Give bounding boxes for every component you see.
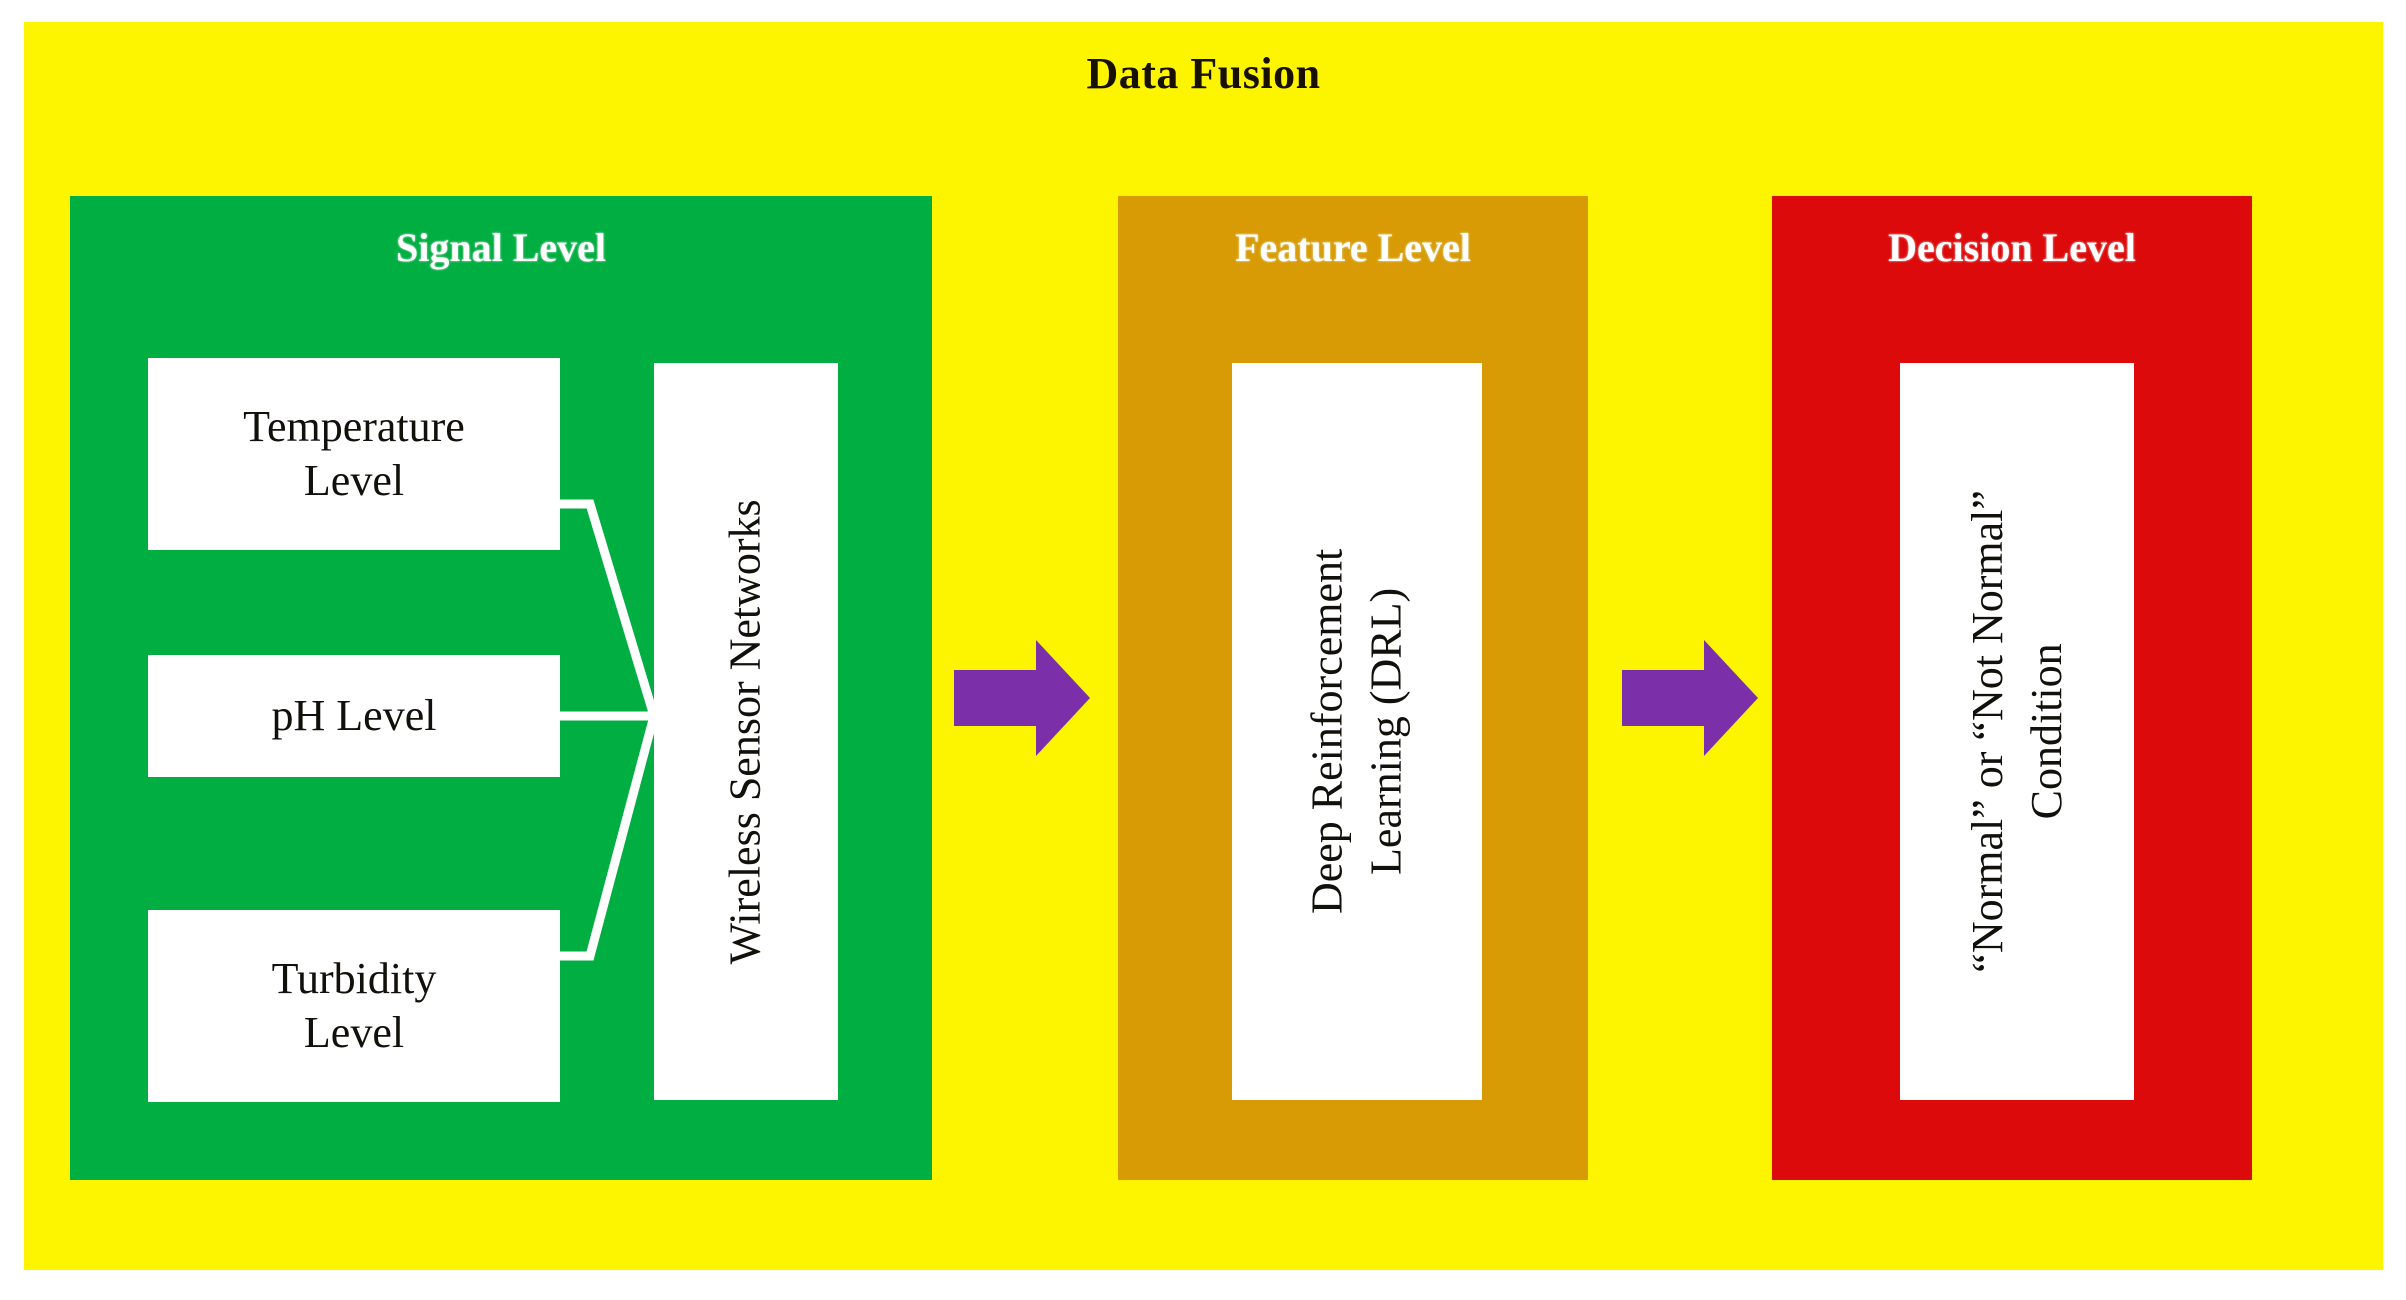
- aggregator-box-wireless-sensor-networks[interactable]: Wireless Sensor Networks: [654, 363, 838, 1100]
- process-label-deep-reinforcement-learning: Deep Reinforcement Learning (DRL): [1302, 548, 1411, 915]
- aggregator-label-wireless-sensor-networks: Wireless Sensor Networks: [721, 498, 771, 965]
- right-arrow-icon-feature-to-decision: [1620, 634, 1760, 762]
- input-label-ph-level: pH Level: [271, 691, 437, 741]
- stage-panel-decision-level: Decision Level “Normal” or “Not Normal” …: [1772, 196, 2252, 1180]
- input-label-temperature-level: Temperature Level: [243, 402, 465, 505]
- stage-title-signal-level: Signal Level: [395, 225, 607, 270]
- input-box-ph-level[interactable]: pH Level: [148, 655, 560, 777]
- output-label-condition: “Normal” or “Not Normal” Condition: [1962, 490, 2071, 973]
- stage-panel-signal-level: Signal Level Temperature Level pH Level …: [70, 196, 932, 1180]
- page-title: Data Fusion: [1086, 49, 1321, 98]
- input-label-turbidity-level: Turbidity Level: [271, 954, 437, 1057]
- right-arrow-icon-signal-to-feature: [952, 634, 1092, 762]
- input-box-temperature-level[interactable]: Temperature Level: [148, 358, 560, 550]
- input-box-turbidity-level[interactable]: Turbidity Level: [148, 910, 560, 1102]
- stage-panel-feature-level: Feature Level Deep Reinforcement Learnin…: [1118, 196, 1588, 1180]
- stage-title-decision-level: Decision Level: [1888, 225, 2136, 270]
- process-box-deep-reinforcement-learning[interactable]: Deep Reinforcement Learning (DRL): [1232, 363, 1482, 1100]
- output-box-condition[interactable]: “Normal” or “Not Normal” Condition: [1900, 363, 2134, 1100]
- stage-title-feature-level: Feature Level: [1235, 225, 1471, 270]
